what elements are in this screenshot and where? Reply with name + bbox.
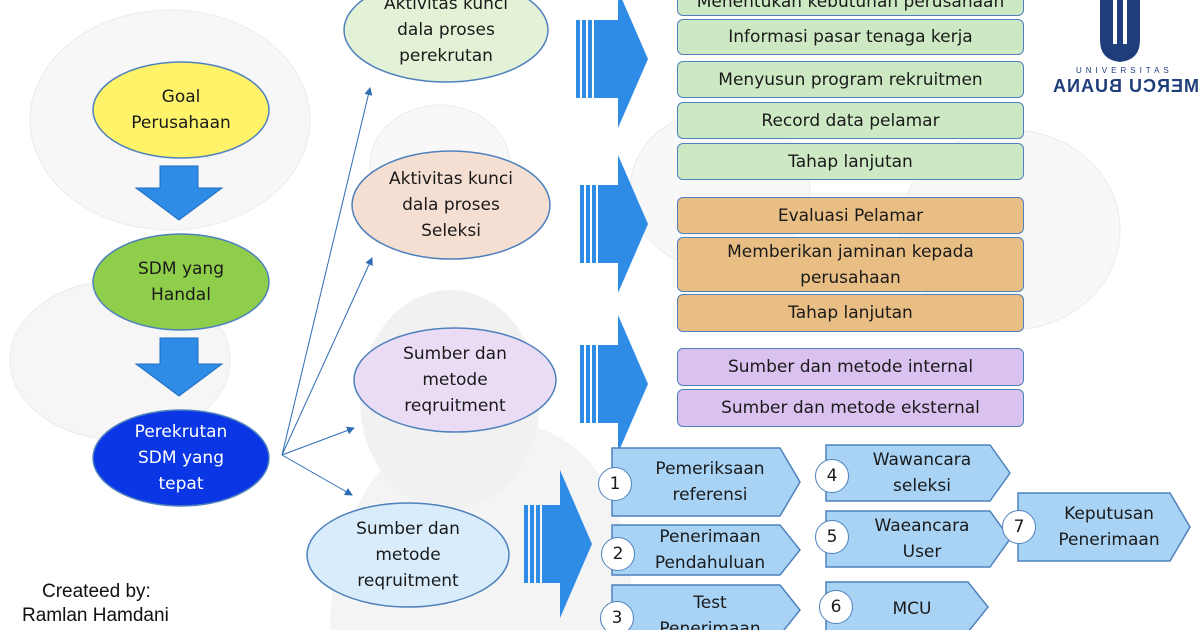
logo-subtitle: UNIVERSITAS bbox=[1076, 66, 1173, 75]
down-arrow-1 bbox=[134, 165, 224, 221]
branch-ellipse-rekrutmen bbox=[343, 0, 549, 83]
connector-line-4 bbox=[281, 454, 353, 496]
perekrutan-ellipse bbox=[92, 409, 270, 507]
connector-line-2 bbox=[281, 257, 373, 456]
orange-item-2: Memberikan jaminan kepada perusahaan bbox=[677, 237, 1024, 292]
step-number-6: 6 bbox=[819, 590, 853, 624]
green-item-2: Informasi pasar tenaga kerja bbox=[677, 19, 1024, 55]
purple-item-2: Sumber dan metode eksternal bbox=[677, 389, 1024, 427]
branch-ellipse-seleksi bbox=[351, 150, 551, 260]
branch-ellipse-sumber-2 bbox=[306, 502, 510, 608]
goal-label: Goal Perusahaan bbox=[131, 87, 231, 133]
branch-label-sumber-1: Sumber dan metode reqruitment bbox=[403, 344, 507, 416]
step-chevron-7 bbox=[1017, 492, 1191, 562]
sdm-handal-label: SDM yang Handal bbox=[138, 259, 224, 305]
green-item-5: Tahap lanjutan bbox=[677, 143, 1024, 180]
green-item-3: Menyusun program rekruitmen bbox=[677, 61, 1024, 98]
branch-ellipse-sumber-1 bbox=[353, 327, 557, 433]
green-item-1: Menentukan kebutuhan perusahaan bbox=[677, 0, 1024, 16]
step-number-3: 3 bbox=[600, 601, 634, 630]
perekrutan-label: Perekrutan SDM yang tepat bbox=[134, 422, 228, 494]
purple-item-1: Sumber dan metode internal bbox=[677, 348, 1024, 386]
green-item-4: Record data pelamar bbox=[677, 102, 1024, 139]
mercu-buana-logo-icon bbox=[1100, 0, 1140, 62]
orange-item-1: Evaluasi Pelamar bbox=[677, 197, 1024, 234]
goal-ellipse bbox=[92, 61, 270, 159]
step-label-3: Test Penerimaan bbox=[659, 593, 761, 630]
step-label-7: Keputusan Penerimaan bbox=[1058, 504, 1160, 550]
step-chevron-1 bbox=[611, 447, 801, 517]
step-label-5: Waeancara User bbox=[874, 516, 970, 562]
logo-name: MERCU BUANA bbox=[1052, 76, 1199, 96]
step-label-4: Wawancara seleksi bbox=[872, 450, 972, 496]
credit-line-2: Ramlan Hamdani bbox=[22, 605, 169, 626]
step-number-5: 5 bbox=[815, 520, 849, 554]
orange-item-3: Tahap lanjutan bbox=[677, 294, 1024, 332]
step-number-1: 1 bbox=[598, 467, 632, 501]
down-arrow-2 bbox=[134, 337, 224, 397]
connector-line-1 bbox=[281, 87, 373, 456]
step-label-2: Penerimaan Pendahuluan bbox=[654, 527, 766, 573]
branch-label-seleksi: Aktivitas kunci dala proses Seleksi bbox=[389, 169, 513, 241]
branch-label-sumber-2: Sumber dan metode reqruitment bbox=[356, 519, 460, 591]
step-chevron-6 bbox=[825, 581, 989, 630]
step-number-2: 2 bbox=[601, 537, 635, 571]
step-label-1: Pemeriksaan referensi bbox=[655, 459, 765, 505]
step-label-6: MCU bbox=[892, 599, 932, 619]
sdm-handal-ellipse bbox=[92, 233, 270, 331]
big-arrow-4 bbox=[524, 470, 592, 618]
big-arrow-3 bbox=[580, 315, 648, 453]
step-number-7: 7 bbox=[1002, 510, 1036, 544]
step-chevron-5 bbox=[825, 510, 1011, 568]
big-arrow-2 bbox=[580, 155, 648, 293]
branch-label-rekrutmen: Aktivitas kunci dala proses perekrutan bbox=[384, 0, 508, 66]
step-number-4: 4 bbox=[815, 459, 849, 493]
connector-line-3 bbox=[281, 426, 355, 456]
big-arrow-1 bbox=[576, 0, 648, 128]
credit-line-1: Createed by: bbox=[42, 581, 151, 602]
